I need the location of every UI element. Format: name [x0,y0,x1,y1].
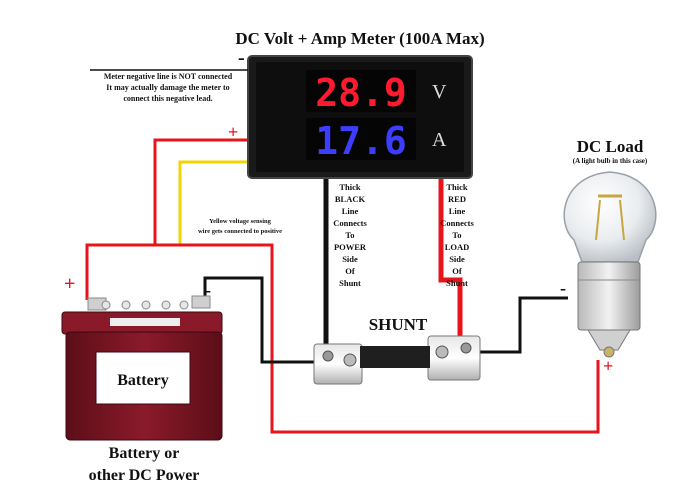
load-minus-mark: - [560,278,566,298]
meter-plus-mark: + [228,122,238,142]
black-note-line: POWER [334,242,367,252]
red-note-line: Connects [440,218,474,228]
dc-load-title: DC Load [577,137,644,156]
meter-minus-mark: - [238,47,245,69]
black-line-note: Thick BLACK Line Connects To POWER Side … [333,182,367,288]
red-line-note: Thick RED Line Connects To LOAD Side Of … [440,182,474,288]
diagram-title: DC Volt + Amp Meter (100A Max) [235,29,484,48]
yellow-note-line: Yellow voltage sensing [209,218,272,225]
battery-caption: Battery or [109,445,180,462]
volt-amp-meter: 28.9 17.6 V A [247,55,473,179]
yellow-note-line: wire gets connected to positive [198,228,282,235]
negative-note-line: connect this negative lead. [123,94,212,103]
amp-unit-label: A [432,129,447,151]
current-readout: 17.6 [315,119,407,163]
red-note-line: Shunt [446,278,468,288]
shunt [313,335,481,385]
black-note-line: Thick [339,182,361,192]
volt-unit-label: V [432,81,447,103]
red-note-line: Side [449,254,465,264]
black-note-line: Side [342,254,358,264]
battery-caption: other DC Power [89,467,200,484]
negative-lead-note: Meter negative line is NOT connected It … [104,72,233,103]
red-note-line: RED [448,194,466,204]
load-negative-wire [480,296,568,354]
voltage-readout: 28.9 [315,71,407,115]
red-note-line: LOAD [445,242,470,252]
dc-load-subtitle: (A light bulb in this case) [573,157,648,165]
negative-note-line: Meter negative line is NOT connected [104,72,233,81]
black-note-line: Connects [333,218,367,228]
red-note-line: Line [449,206,466,216]
main-positive-wire [155,243,600,434]
red-note-line: Thick [446,182,468,192]
battery-plus-mark: + [64,273,75,295]
black-note-line: Line [342,206,359,216]
battery-negative-wire [203,276,318,364]
battery: Battery [61,295,223,441]
yellow-sense-wire [178,160,252,245]
load-plus-mark: + [603,356,613,376]
black-note-line: BLACK [335,194,366,204]
shunt-label: SHUNT [369,315,428,334]
light-bulb [563,171,657,358]
battery-minus-mark: - [205,280,211,300]
battery-label: Battery [117,372,169,389]
meter-red-thick-line [438,170,463,352]
red-note-line: Of [452,266,462,276]
black-note-line: To [345,230,354,240]
black-note-line: Shunt [339,278,361,288]
black-note-line: Of [345,266,355,276]
red-note-line: To [452,230,461,240]
negative-note-line: It may actually damage the meter to [106,83,229,92]
yellow-sense-note: Yellow voltage sensing wire gets connect… [198,218,282,235]
